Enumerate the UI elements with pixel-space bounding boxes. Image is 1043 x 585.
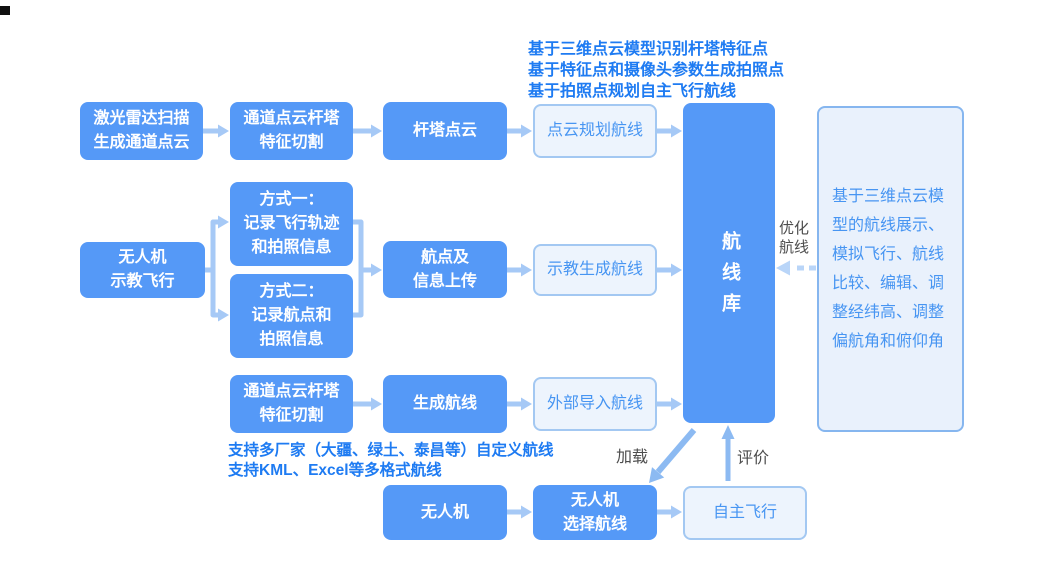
- node-drone: 无人机: [383, 485, 507, 540]
- annotation-line: 支持KML、Excel等多格式航线: [228, 462, 442, 479]
- flow-arrow-head: [371, 397, 382, 411]
- flow-arrow-head: [521, 397, 532, 411]
- node-corridor-cloud-cut-bottom: 通道点云杆塔 特征切割: [230, 375, 353, 433]
- flow-arrow-head: [521, 505, 532, 519]
- node-corridor-cloud-cut-top: 通道点云杆塔 特征切割: [230, 102, 353, 160]
- node-drone-teach-flight: 无人机 示教飞行: [80, 242, 205, 298]
- load-label: 加载: [616, 449, 649, 466]
- flow-arrow-head: [671, 505, 682, 519]
- node-tower-cloud: 杆塔点云: [383, 102, 507, 160]
- flow-arrow-head: [218, 308, 229, 322]
- format-support-annotation: 支持多厂家（大疆、绿土、泰昌等）自定义航线 支持KML、Excel等多格式航线: [228, 441, 554, 481]
- annotation-line: 基于三维点云模型识别杆塔特征点: [528, 41, 769, 58]
- flow-arrow-head: [218, 215, 229, 229]
- flow-arrow-head: [371, 263, 382, 277]
- node-route-library: 航线库: [683, 103, 775, 423]
- node-method-one: 方式一： 记录飞行轨迹 和拍照信息: [230, 182, 353, 266]
- annotation-line: 基于拍照点规划自主飞行航线: [528, 83, 737, 100]
- route-editing-panel: 基于三维点云模型的航线展示、模拟飞行、航线比较、编辑、调整经纬高、调整偏航角和俯…: [817, 106, 964, 432]
- node-cloud-plan-route: 点云规划航线: [533, 104, 657, 158]
- flow-arrow-head: [671, 124, 682, 138]
- node-teach-generate-route: 示教生成航线: [533, 244, 657, 296]
- node-auto-flight: 自主飞行: [683, 486, 807, 540]
- evaluate-arrow: [721, 425, 735, 481]
- node-generate-route: 生成航线: [383, 375, 507, 433]
- flow-arrow-head: [671, 263, 682, 277]
- route-editing-text: 基于三维点云模型的航线展示、模拟飞行、航线比较、编辑、调整经纬高、调整偏航角和俯…: [832, 188, 945, 350]
- annotation-line: 基于特征点和摄像头参数生成拍照点: [528, 62, 785, 79]
- flow-arrow-head: [521, 124, 532, 138]
- flow-arrow-head: [371, 124, 382, 138]
- optimize-route-arrow: [776, 260, 816, 276]
- flow-arrow-head: [521, 263, 532, 277]
- load-arrow: [649, 428, 697, 483]
- flow-arrow-head: [218, 124, 229, 138]
- annotation-line: 支持多厂家（大疆、绿土、泰昌等）自定义航线: [228, 442, 554, 459]
- route-library-label: 航线库: [719, 230, 740, 324]
- evaluate-label: 评价: [737, 450, 770, 467]
- node-drone-select-route: 无人机 选择航线: [533, 485, 657, 540]
- corner-artifact: [0, 6, 10, 15]
- node-lidar-scan: 激光雷达扫描 生成通道点云: [80, 102, 203, 160]
- node-waypoint-info-upload: 航点及 信息上传: [383, 241, 507, 298]
- optimize-route-label: 优化 航线: [779, 220, 810, 256]
- flow-arrow-head: [671, 397, 682, 411]
- pointcloud-annotation: 基于三维点云模型识别杆塔特征点 基于特征点和摄像头参数生成拍照点 基于拍照点规划…: [528, 39, 784, 102]
- node-method-two: 方式二： 记录航点和 拍照信息: [230, 274, 353, 358]
- node-external-import-route: 外部导入航线: [533, 377, 657, 431]
